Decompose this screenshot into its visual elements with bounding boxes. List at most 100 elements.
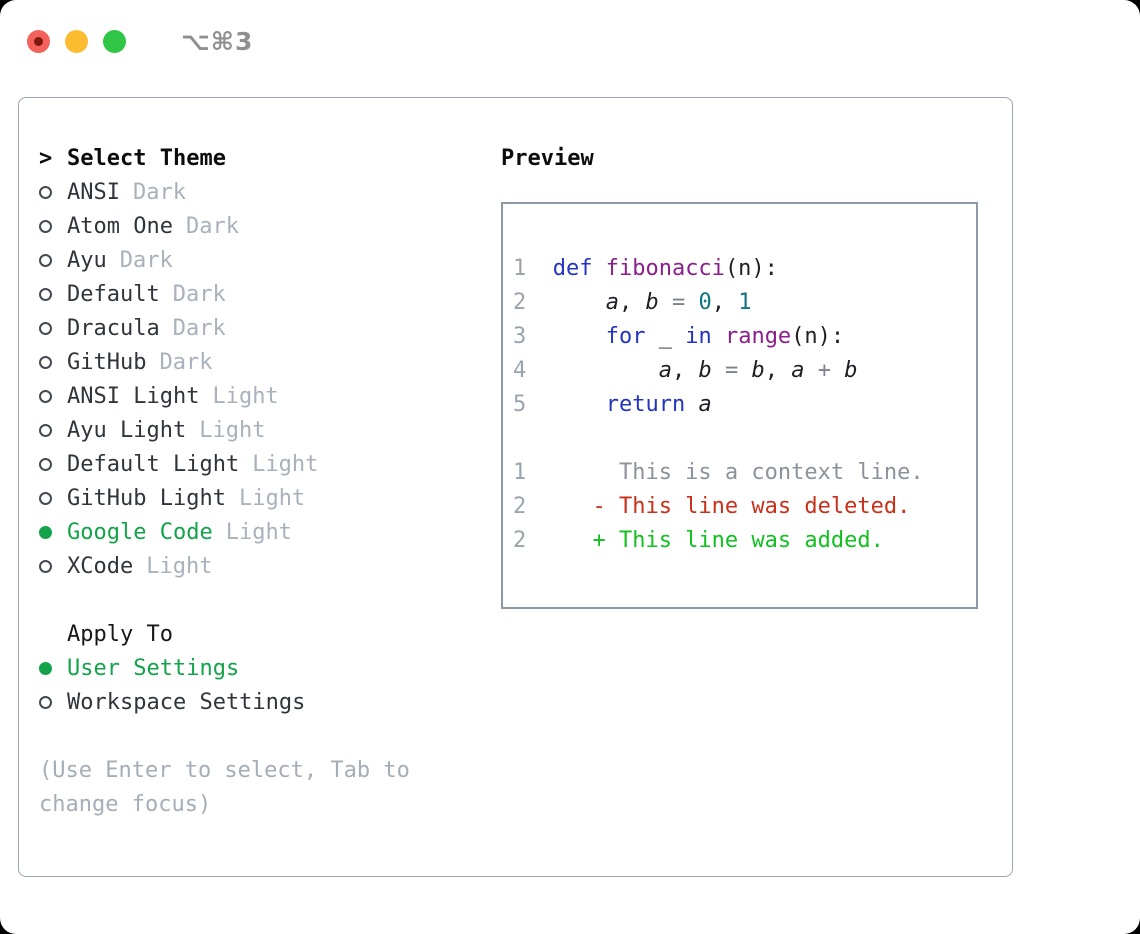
theme-option-ayu-light[interactable]: Ayu Light Light [39, 413, 410, 447]
code-segment: return [605, 392, 699, 417]
selection-pointer-icon: > [39, 145, 53, 171]
theme-variant-label: Dark [172, 281, 226, 307]
help-line: (Use Enter to select, Tab to [39, 757, 410, 783]
radio-column [39, 287, 67, 301]
close-button[interactable] [27, 30, 50, 53]
theme-option-dracula[interactable]: Dracula Dark [39, 311, 410, 345]
theme-variant-label: Light [199, 417, 266, 443]
selected-radio-icon [39, 525, 52, 539]
option-label: Dracula [67, 315, 160, 341]
code-segment: (n): [791, 324, 845, 349]
option-label: Atom One [67, 213, 173, 239]
radio-icon [39, 423, 52, 437]
spacer [39, 583, 410, 617]
option-label: ANSI Light [67, 383, 200, 409]
option-label: Ayu Light [67, 417, 187, 443]
radio-icon [39, 219, 52, 233]
line-number: 4 [513, 358, 527, 383]
preview-title: Preview [501, 145, 594, 171]
preview-line [513, 422, 976, 456]
code-segment [685, 290, 698, 315]
preview-line: 4 a, b = b, a + b [513, 354, 976, 388]
apply-to-header: Apply To [39, 617, 410, 651]
preview-line: 1 This is a context line. [513, 456, 976, 490]
theme-variant-label: Dark [132, 179, 186, 205]
apply-option-workspace-settings[interactable]: Workspace Settings [39, 685, 410, 719]
line-number: 2 [513, 494, 527, 519]
window-shortcut-label: ⌥⌘3 [181, 27, 254, 56]
theme-list-title: Select Theme [67, 145, 226, 171]
radio-icon [39, 287, 52, 301]
radio-icon [39, 559, 52, 573]
help-line: change focus) [39, 791, 212, 817]
radio-column [39, 695, 67, 709]
code-segment [804, 358, 817, 383]
code-segment: = [724, 358, 739, 383]
code-segment: (n): [724, 256, 778, 281]
theme-variant-label: Light [238, 485, 306, 511]
option-label: ANSI [67, 179, 120, 205]
code-segment: a [791, 358, 805, 383]
apply-to-title: Apply To [67, 621, 173, 647]
radio-column [39, 355, 67, 369]
option-label: Google Code [67, 519, 213, 545]
theme-variant-label: Light [225, 519, 292, 545]
radio-column [39, 559, 67, 573]
preview-line: 2 a, b = 0, 1 [513, 286, 976, 320]
code-segment [539, 324, 605, 349]
radio-column [39, 457, 67, 471]
radio-column [39, 491, 67, 505]
theme-option-ayu[interactable]: Ayu Dark [39, 243, 410, 277]
code-segment: b [844, 358, 858, 383]
radio-column [39, 525, 67, 539]
preview-column: Preview 1 def fibonacci(n):2 a, b = 0, 1… [501, 141, 978, 609]
code-segment: This is a context line. [539, 460, 924, 485]
code-segment: = [671, 290, 686, 315]
radio-column [39, 389, 67, 403]
code-segment: , [711, 290, 739, 315]
unsaved-changes-dot-icon [34, 37, 43, 46]
code-segment [712, 358, 725, 383]
radio-column [39, 661, 67, 675]
radio-column [39, 253, 67, 267]
radio-icon [39, 355, 52, 369]
code-segment [738, 358, 751, 383]
maximize-button[interactable] [103, 30, 126, 53]
code-segment: , [764, 358, 792, 383]
radio-icon [39, 185, 52, 199]
code-segment: def [552, 256, 606, 281]
code-segment: a [605, 290, 619, 315]
line-number: 3 [513, 324, 527, 349]
minimize-button[interactable] [65, 30, 88, 53]
preview-header: Preview [501, 141, 978, 175]
line-number: 2 [513, 528, 527, 553]
preview-line: 5 return a [513, 388, 976, 422]
code-segment [539, 256, 552, 281]
code-segment [831, 358, 844, 383]
preview-line: 2 - This line was deleted. [513, 490, 976, 524]
code-segment: , [618, 290, 646, 315]
code-segment: + This line was added. [539, 528, 884, 553]
help-text: (Use Enter to select, Tab to change focus… [39, 753, 410, 821]
code-segment: b [751, 358, 765, 383]
preview-line: 3 for _ in range(n): [513, 320, 976, 354]
titlebar: ⌥⌘3 [27, 27, 253, 56]
theme-variant-label: Dark [119, 247, 173, 273]
radio-column [39, 423, 67, 437]
theme-option-ansi[interactable]: ANSI Dark [39, 175, 410, 209]
code-segment: for [605, 324, 659, 349]
apply-option-user-settings[interactable]: User Settings [39, 651, 410, 685]
option-label: Workspace Settings [67, 689, 306, 715]
code-segment [659, 290, 672, 315]
preview-line: 1 def fibonacci(n): [513, 252, 976, 286]
option-label: Ayu [67, 247, 107, 273]
theme-option-google-code[interactable]: Google Code Light [39, 515, 410, 549]
theme-variant-label: Dark [172, 315, 226, 341]
